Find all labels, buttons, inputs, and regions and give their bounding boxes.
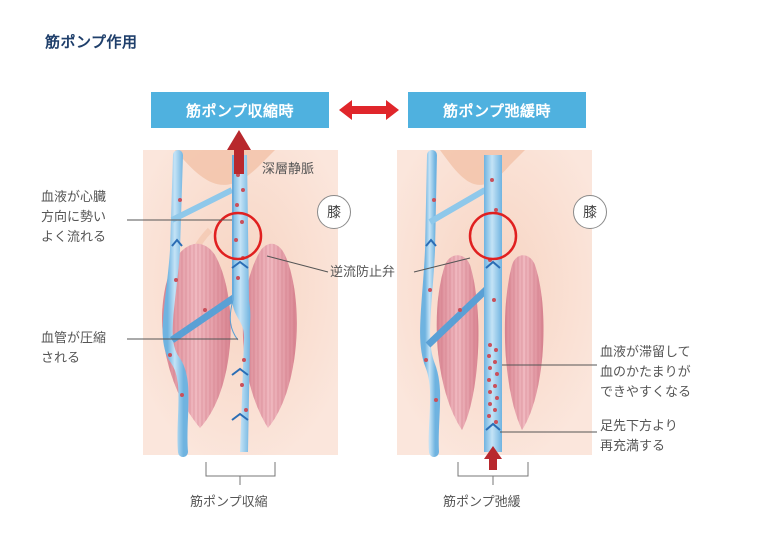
blood-flow-line1: 血液が心臓 [41,190,107,205]
relaxed-state-box: 筋ポンプ弛緩時 [408,92,586,128]
upward-flow-arrow-icon [227,130,251,174]
valve-label: 逆流防止弁 [330,265,396,280]
refill-label: 足先下方より 再充満する [600,417,678,457]
contracted-state-box: 筋ポンプ収縮時 [151,92,329,128]
refill-line2: 再充満する [600,439,666,454]
valve-highlight-circle-left [213,211,263,261]
blood-flow-line2: 方向に勢い [41,210,107,225]
caption-brackets [205,462,529,485]
stagnant-line1: 血液が滞留して [600,345,691,360]
stagnant-line2: 血のかたまりが [600,365,691,380]
caption-relaxed: 筋ポンプ弛緩 [443,495,521,510]
knee-label-right: 膝 [573,195,607,229]
contracted-leg-illustration [143,130,338,457]
knee-label-left: 膝 [317,195,351,229]
stagnant-label: 血液が滞留して 血のかたまりが できやすくなる [600,343,691,403]
compressed-line2: される [41,351,81,366]
page-title: 筋ポンプ作用 [45,33,138,51]
compressed-label: 血管が圧縮 される [41,329,106,369]
blood-flow-label: 血液が心臓 方向に勢い よく流れる [41,188,106,248]
relaxed-leg-illustration [397,150,592,470]
blood-flow-line3: よく流れる [41,230,107,245]
refill-arrow-icon [484,446,502,470]
compressed-line1: 血管が圧縮 [41,331,107,346]
deep-vein-label: 深層静脈 [262,162,315,177]
double-arrow-icon [339,100,399,120]
leader-lines [127,219,597,433]
valve-highlight-circle-right [468,211,518,261]
refill-line1: 足先下方より [600,419,678,434]
stagnant-line3: できやすくなる [600,385,692,400]
caption-contracted: 筋ポンプ収縮 [190,495,268,510]
